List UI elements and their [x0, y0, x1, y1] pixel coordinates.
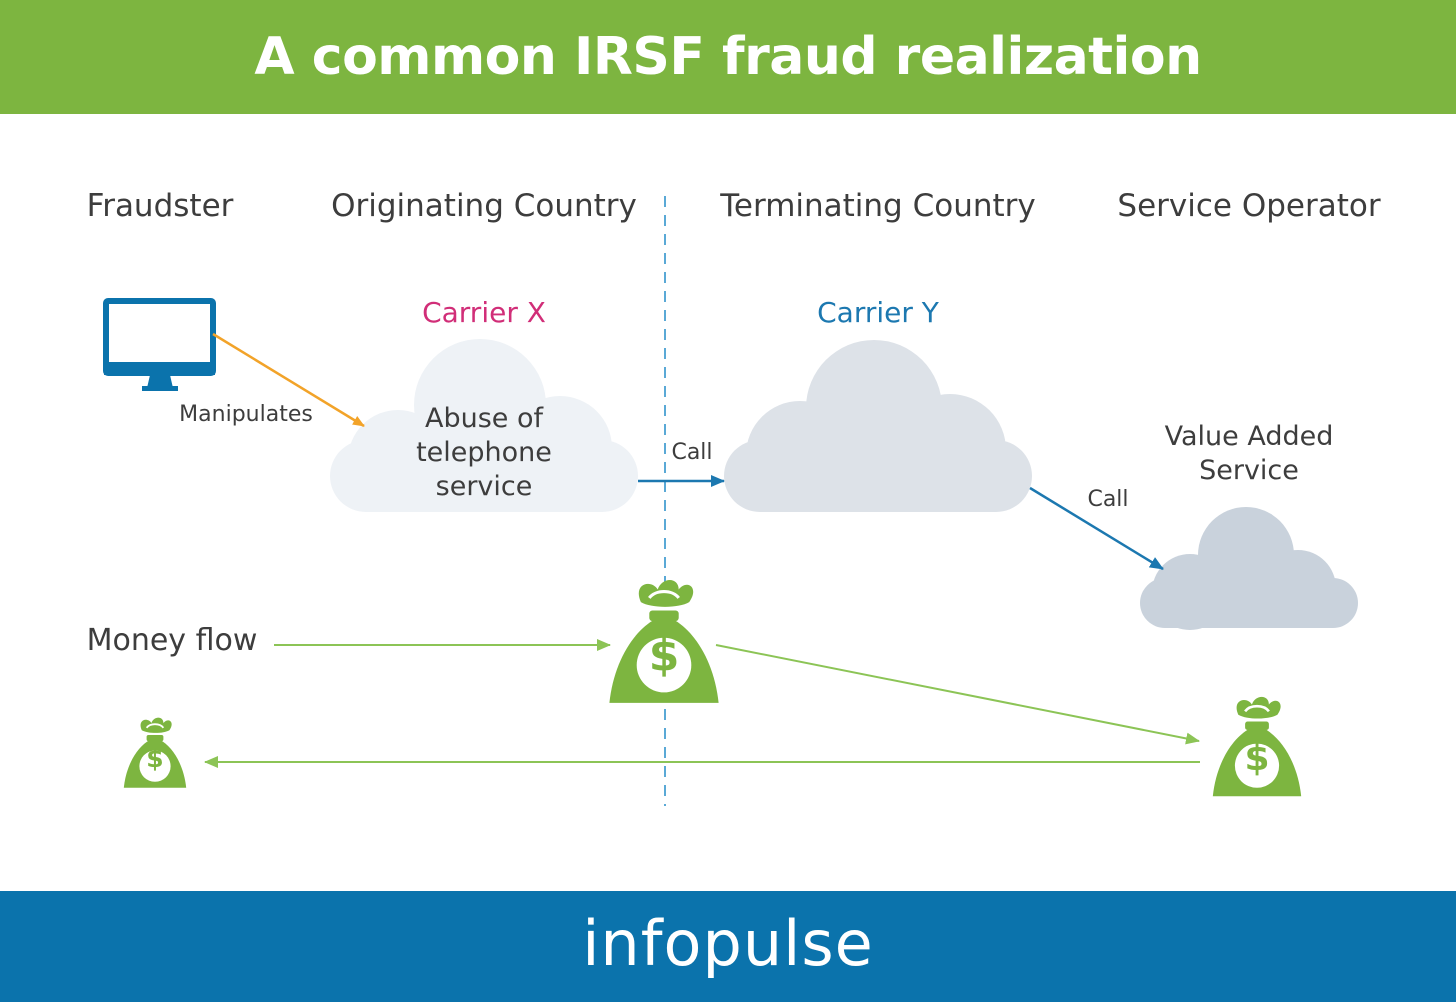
- carrier-x-label: Carrier X: [422, 296, 546, 329]
- header-banner: A common IRSF fraud realization: [0, 0, 1456, 114]
- vas-line: Value Added: [1164, 421, 1334, 452]
- manipulates-label: Manipulates: [179, 402, 313, 427]
- column-heading-fraudster: Fraudster: [86, 188, 234, 224]
- abuse-cloud-line: Abuse of: [424, 403, 543, 434]
- call-label-2: Call: [1087, 487, 1129, 512]
- column-heading-service-operator: Service Operator: [1117, 188, 1381, 224]
- call-label-1: Call: [671, 440, 713, 465]
- page-title: A common IRSF fraud realization: [254, 27, 1202, 87]
- vas-line: Service: [1199, 455, 1299, 486]
- abuse-cloud-line: telephone: [416, 437, 552, 468]
- money-flow-label: Money flow: [86, 623, 258, 658]
- money-bag-symbol: $: [146, 744, 164, 773]
- money-bag-symbol: $: [1244, 738, 1270, 779]
- money-bag-symbol: $: [648, 630, 680, 681]
- footer-banner: infopulse: [0, 891, 1456, 1002]
- abuse-cloud-line: service: [435, 471, 533, 502]
- value-added-service-label: Value Added Service: [1165, 420, 1334, 488]
- carrier-y-label: Carrier Y: [817, 296, 939, 329]
- money-flow-arrow-2: [715, 644, 1200, 745]
- cloud-carrier-y: [724, 340, 1032, 512]
- abuse-cloud-label: Abuse of telephone service: [416, 402, 552, 504]
- cloud-value-added-service: [1140, 507, 1358, 630]
- monitor-icon: [103, 298, 216, 391]
- call-arrow-2: [1029, 486, 1164, 571]
- brand-logo: infopulse: [582, 907, 874, 980]
- cloud-carrier-x: [330, 339, 638, 512]
- column-heading-terminating-country: Terminating Country: [720, 188, 1036, 224]
- manipulates-arrow: [212, 332, 365, 428]
- column-heading-originating-country: Originating Country: [331, 188, 637, 224]
